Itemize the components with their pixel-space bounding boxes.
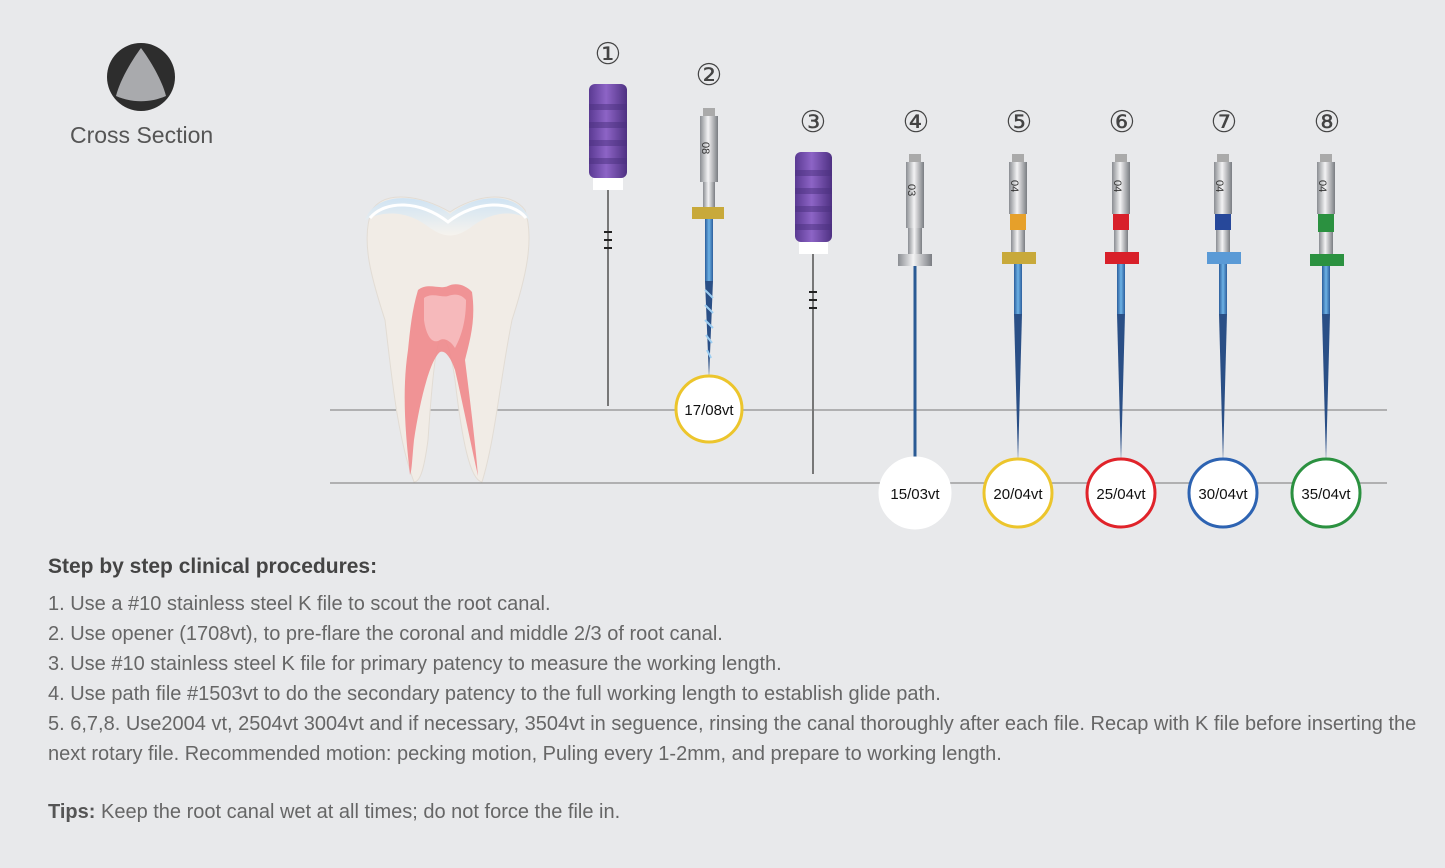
badge-label: 35/04vt — [1301, 486, 1351, 503]
size-badge-35-04vt — [1290, 457, 1362, 529]
badge-label: 25/04vt — [1096, 486, 1146, 503]
tips-text: Keep the root canal wet at all times; do… — [95, 801, 621, 823]
rotary-file-6: ⑥ 04 25/04vt — [1085, 106, 1157, 529]
svg-text:04: 04 — [1316, 180, 1328, 192]
file-5-number: ⑤ — [1006, 106, 1033, 139]
rotary-file-4: ④ 03 15/03vt — [878, 106, 952, 530]
size-badge-17-08vt — [674, 374, 744, 444]
procedure-step-4: 4. Use path file #1503vt to do the secon… — [48, 683, 941, 705]
file-3-number: ③ — [800, 106, 827, 139]
rotary-file-8: ⑧ 04 35/04vt — [1290, 106, 1362, 529]
cross-section-label: Cross Section — [70, 122, 214, 148]
clinical-procedures: Step by step clinical procedures: 1. Use… — [48, 555, 1418, 769]
triangle-cross-section-icon — [107, 43, 175, 111]
file-1-number: ① — [595, 38, 622, 71]
file-sequence-diagram: ① ③ ② 08 17/08vt — [107, 38, 1387, 530]
size-badge-15-03vt — [878, 456, 952, 530]
svg-text:08: 08 — [699, 142, 711, 154]
tips-label: Tips: — [48, 801, 96, 823]
size-badge-25-04vt — [1085, 457, 1157, 529]
tooth-illustration — [365, 196, 530, 483]
svg-text:03: 03 — [905, 184, 917, 196]
tips: Tips: Keep the root canal wet at all tim… — [48, 801, 620, 824]
procedure-step-2: 2. Use opener (1708vt), to pre-flare the… — [48, 623, 723, 645]
badge-label: 17/08vt — [684, 402, 734, 419]
svg-text:04: 04 — [1008, 180, 1020, 192]
file-2-number: ② — [696, 59, 723, 92]
svg-text:04: 04 — [1213, 180, 1225, 192]
size-badge-30-04vt — [1187, 457, 1259, 529]
procedure-step-5: 5. 6,7,8. Use2004 vt, 2504vt 3004vt and … — [48, 713, 1417, 765]
procedure-step-3: 3. Use #10 stainless steel K file for pr… — [48, 653, 782, 675]
rotary-file-2: ② 08 17/08vt — [674, 59, 744, 444]
procedures-title: Step by step clinical procedures: — [48, 555, 378, 578]
badge-label: 20/04vt — [993, 486, 1043, 503]
badge-label: 15/03vt — [890, 486, 940, 503]
rotary-file-7: ⑦ 04 30/04vt — [1187, 106, 1259, 529]
rotary-file-5: ⑤ 04 20/04vt — [982, 106, 1054, 529]
file-6-number: ⑥ — [1109, 106, 1136, 139]
file-7-number: ⑦ — [1211, 106, 1238, 139]
file-3-hand-k-file: ③ — [795, 106, 832, 474]
size-badge-20-04vt — [982, 457, 1054, 529]
svg-text:04: 04 — [1111, 180, 1123, 192]
file-8-number: ⑧ — [1314, 106, 1341, 139]
procedure-step-1: 1. Use a #10 stainless steel K file to s… — [48, 593, 551, 615]
file-4-number: ④ — [903, 106, 930, 139]
badge-label: 30/04vt — [1198, 486, 1248, 503]
file-1-hand-k-file: ① — [589, 38, 627, 406]
